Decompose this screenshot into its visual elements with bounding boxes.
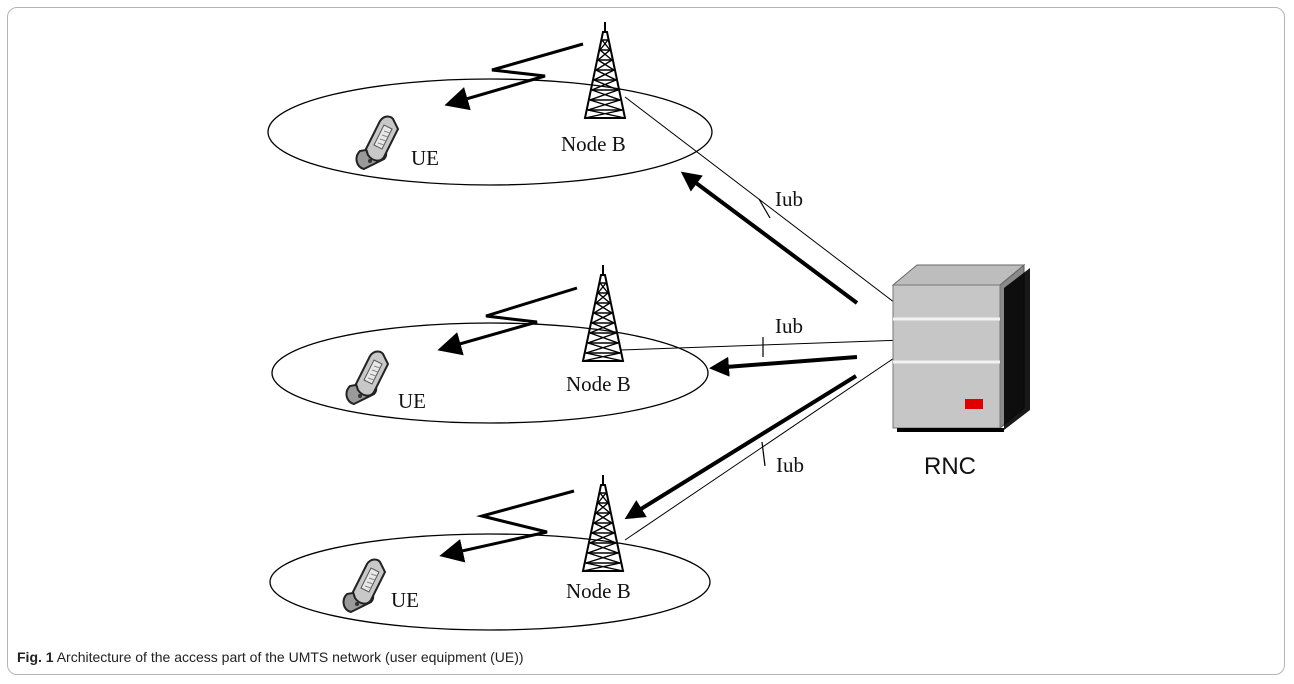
node-b-tower-icon <box>584 21 626 119</box>
cell-2: UE Node B <box>271 264 709 424</box>
node-b-label: Node B <box>566 579 631 603</box>
caption-text: Architecture of the access part of the U… <box>56 649 524 665</box>
ue-phone-icon <box>342 558 386 613</box>
ue-label: UE <box>411 146 439 170</box>
ue-label: UE <box>398 389 426 413</box>
radio-link-zigzag <box>444 42 584 111</box>
ue-phone-icon <box>345 350 389 405</box>
node-b-label: Node B <box>561 132 626 156</box>
iub-arrow-1 <box>680 171 859 305</box>
ue-phone-icon <box>355 115 399 170</box>
iub-arrow-2 <box>709 355 858 377</box>
node-b-tower-icon <box>582 264 624 362</box>
iub-link-2: Iub <box>619 314 906 377</box>
figure-caption: Fig. 1 Architecture of the access part o… <box>17 649 524 665</box>
cell-coverage-ellipse <box>269 533 711 631</box>
rnc-server-icon <box>891 263 1030 432</box>
node-b-label: Node B <box>566 372 631 396</box>
iub-label: Iub <box>775 187 803 211</box>
iub-link-1: Iub <box>624 96 904 310</box>
figure-number: Fig. 1 <box>17 649 54 665</box>
ue-label: UE <box>391 588 419 612</box>
cell-coverage-ellipse <box>267 78 713 186</box>
rnc-status-led <box>965 399 983 409</box>
iub-label: Iub <box>775 314 803 338</box>
iub-arrow-3 <box>624 374 858 520</box>
radio-link-zigzag <box>437 286 578 356</box>
cell-1: UE Node B <box>267 21 713 186</box>
iub-label: Iub <box>776 453 804 477</box>
cell-3: UE Node B <box>269 474 711 631</box>
node-b-tower-icon <box>582 474 624 572</box>
figure-frame <box>7 7 1285 675</box>
rnc-label: RNC <box>924 453 976 480</box>
iub-link-3: Iub <box>624 351 904 541</box>
radio-link-zigzag <box>439 489 575 563</box>
cell-coverage-ellipse <box>271 322 709 424</box>
